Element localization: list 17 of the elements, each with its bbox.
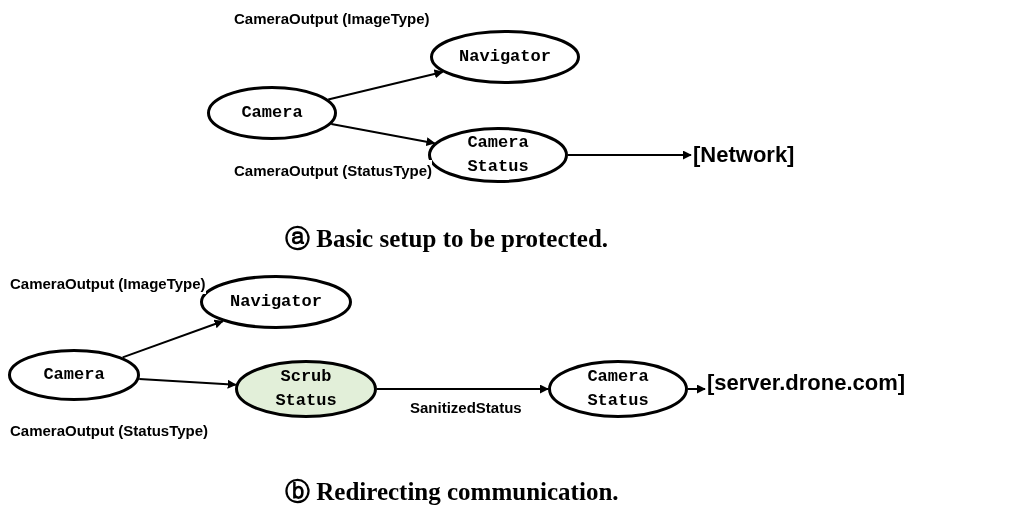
endpoint-label: [server.drone.com]	[707, 368, 1012, 398]
edge-label: CameraOutput (StatusType)	[234, 160, 433, 181]
process-ellipse: Camera	[8, 349, 140, 401]
process-ellipse: Camera Status	[548, 360, 688, 418]
process-ellipse: Scrub Status	[235, 360, 377, 418]
arrow	[138, 377, 237, 389]
arrow	[330, 123, 436, 147]
arrow	[327, 69, 444, 101]
arrow	[687, 384, 706, 394]
process-ellipse: Navigator	[430, 30, 580, 84]
process-ellipse: Camera	[207, 86, 337, 140]
figure-caption: ⓐ Basic setup to be protected.	[285, 224, 609, 254]
figure-caption: ⓑ Redirecting communication.	[285, 477, 619, 507]
endpoint-label: [Network]	[693, 140, 821, 170]
arrow	[567, 150, 692, 160]
arrow	[121, 319, 224, 359]
arrow	[376, 384, 549, 394]
